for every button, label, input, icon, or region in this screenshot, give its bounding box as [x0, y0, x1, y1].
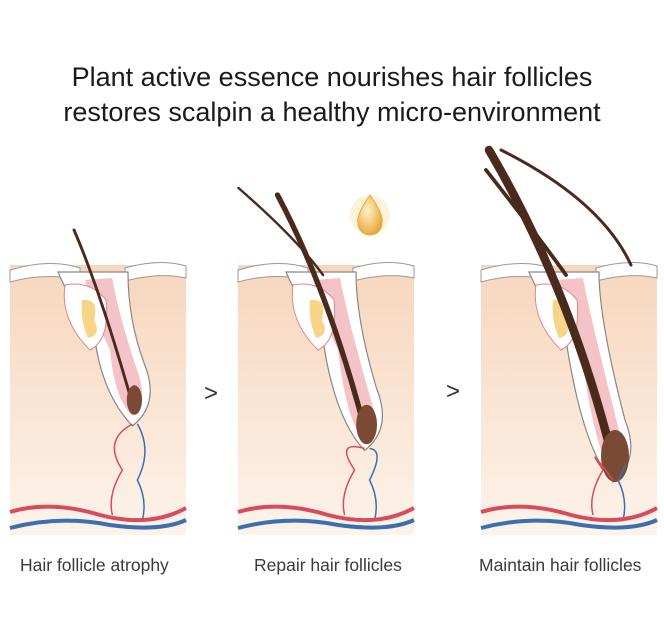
blood-vessel-artery [9, 504, 187, 523]
blood-vessel-artery [237, 504, 415, 523]
capillary-artery [110, 423, 133, 516]
hair-shaft [237, 186, 325, 277]
hair-bulb [601, 430, 629, 482]
hair-shaft [499, 148, 633, 267]
follicle-panel-1 [9, 228, 187, 535]
hair-bulb [356, 404, 377, 445]
drop-shape [357, 194, 383, 236]
epidermis-right [352, 262, 415, 282]
blood-vessel-artery [480, 504, 658, 523]
follicle-panel-3 [480, 145, 658, 535]
follicle-panel-2 [237, 186, 415, 535]
headline-line-2: restores scalpin a healthy micro-environ… [63, 97, 601, 127]
capillary-vein [368, 447, 378, 521]
capillary-vein [136, 423, 146, 521]
capillary-artery [342, 445, 365, 516]
hair-shaft [484, 145, 618, 465]
epidermis-right [124, 262, 187, 282]
stage-label-repair: Repair hair follicles [254, 555, 402, 575]
stage-label-atrophy: Hair follicle atrophy [20, 555, 169, 575]
hair-bulb [126, 385, 142, 415]
blood-vessel-vein [480, 518, 658, 530]
hair-shaft [72, 228, 134, 406]
headline-line-1: Plant active essence nourishes hair foll… [71, 62, 593, 92]
blood-vessel-vein [9, 518, 187, 530]
capillary-artery [591, 456, 614, 516]
oil-drop-icon [350, 194, 390, 236]
sebum [81, 299, 97, 338]
epidermis-right [595, 262, 658, 282]
stage-label-maintain: Maintain hair follicles [479, 555, 642, 575]
sebum [309, 299, 325, 338]
blood-vessel-vein [237, 518, 415, 530]
hair-shaft [274, 192, 368, 432]
chevron-right-icon: > [446, 378, 461, 405]
capillary-vein [617, 464, 627, 521]
hair-shaft [484, 168, 568, 277]
chevron-right-icon: > [204, 380, 219, 407]
